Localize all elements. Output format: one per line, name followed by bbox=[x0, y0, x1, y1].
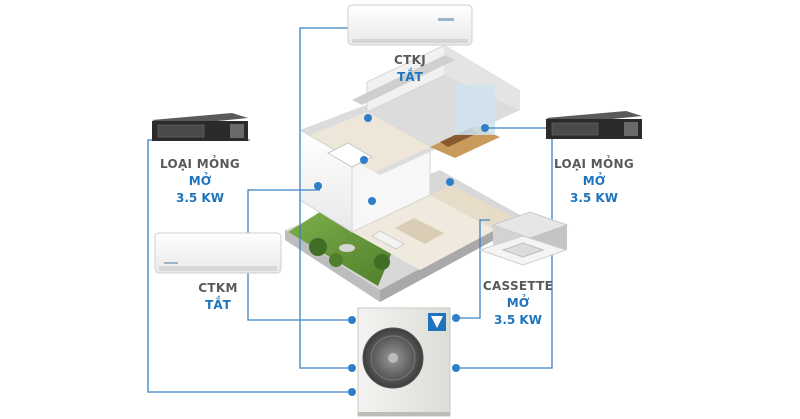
dot-outdoor-2 bbox=[348, 364, 356, 372]
bedroom-floor bbox=[310, 112, 430, 172]
tree-2 bbox=[329, 253, 343, 267]
room-marker-2 bbox=[360, 156, 368, 164]
ducted-left-unit bbox=[152, 113, 248, 141]
tree-1 bbox=[309, 238, 327, 256]
ctkm-unit-vent bbox=[159, 266, 277, 271]
outdoor-unit bbox=[357, 307, 451, 417]
unit-name: LOẠI MỎNG bbox=[159, 157, 241, 171]
ctkm-unit-body bbox=[154, 232, 282, 274]
pipe-cassette-right bbox=[456, 219, 490, 319]
outdoor-unit-foot bbox=[358, 412, 450, 416]
dot-outdoor-3 bbox=[348, 388, 356, 396]
roof-edge bbox=[352, 55, 455, 105]
unit-state: TẮT bbox=[205, 298, 231, 312]
unit-name: CASSETTE bbox=[482, 279, 554, 293]
label-ctkm: CTKM TẮT bbox=[178, 280, 258, 314]
rug bbox=[395, 218, 444, 244]
ctkj-unit-body bbox=[347, 4, 473, 46]
room-marker-5 bbox=[368, 197, 376, 205]
house-front-wall bbox=[380, 215, 520, 302]
cassette-grille bbox=[501, 242, 545, 258]
ducted-left-bracket bbox=[230, 124, 244, 138]
room-marker-4 bbox=[314, 182, 322, 190]
label-ducted-left: LOẠI MỎNG MỞ 3.5 KW bbox=[150, 156, 250, 207]
ducted-left-grille bbox=[157, 124, 205, 138]
outdoor-fan-hub bbox=[388, 353, 398, 363]
dot-outdoor-1 bbox=[348, 316, 356, 324]
upper-wall-right bbox=[445, 45, 520, 110]
unit-power: 3.5 KW bbox=[494, 313, 542, 327]
ducted-right-bracket bbox=[624, 122, 638, 136]
label-ctkj: CTKJ TẮT bbox=[370, 52, 450, 86]
unit-power: 3.5 KW bbox=[570, 191, 618, 205]
cassette-unit bbox=[478, 211, 569, 266]
unit-name: LOẠI MỎNG bbox=[553, 157, 635, 171]
ctkj-unit-vent bbox=[352, 39, 468, 43]
room-marker-1 bbox=[364, 114, 372, 122]
unit-state: TẮT bbox=[397, 70, 423, 84]
dining-floor bbox=[430, 185, 515, 230]
unit-state: MỞ bbox=[188, 174, 212, 188]
pipe-connection-dots bbox=[348, 314, 460, 396]
house-illustration bbox=[285, 44, 520, 302]
outdoor-fan-ring bbox=[370, 335, 416, 381]
dot-outdoor-5 bbox=[452, 364, 460, 372]
label-cassette: CASSETTE MỞ 3.5 KW bbox=[470, 278, 566, 329]
sofa bbox=[371, 230, 405, 250]
tree-3 bbox=[374, 254, 390, 270]
unit-name: CTKM bbox=[198, 281, 238, 295]
ducted-right-grille bbox=[551, 122, 599, 136]
unit-state: MỞ bbox=[506, 296, 530, 310]
ctkj-wall-unit bbox=[347, 4, 473, 46]
garden-table bbox=[339, 244, 355, 252]
room-marker-6 bbox=[446, 178, 454, 186]
pipe-ctkj-top bbox=[299, 27, 352, 369]
brand-logo-icon bbox=[438, 18, 454, 21]
unit-power: 3.5 KW bbox=[176, 191, 224, 205]
brand-logo-mark bbox=[431, 316, 443, 328]
ducted-right-unit bbox=[546, 111, 642, 139]
unit-state: MỞ bbox=[582, 174, 606, 188]
ctkm-wall-unit bbox=[154, 232, 282, 274]
dot-outdoor-4 bbox=[452, 314, 460, 322]
unit-name: CTKJ bbox=[394, 53, 426, 67]
ctkm-logo-icon bbox=[164, 262, 178, 264]
label-ducted-right: LOẠI MỎNG MỞ 3.5 KW bbox=[544, 156, 644, 207]
